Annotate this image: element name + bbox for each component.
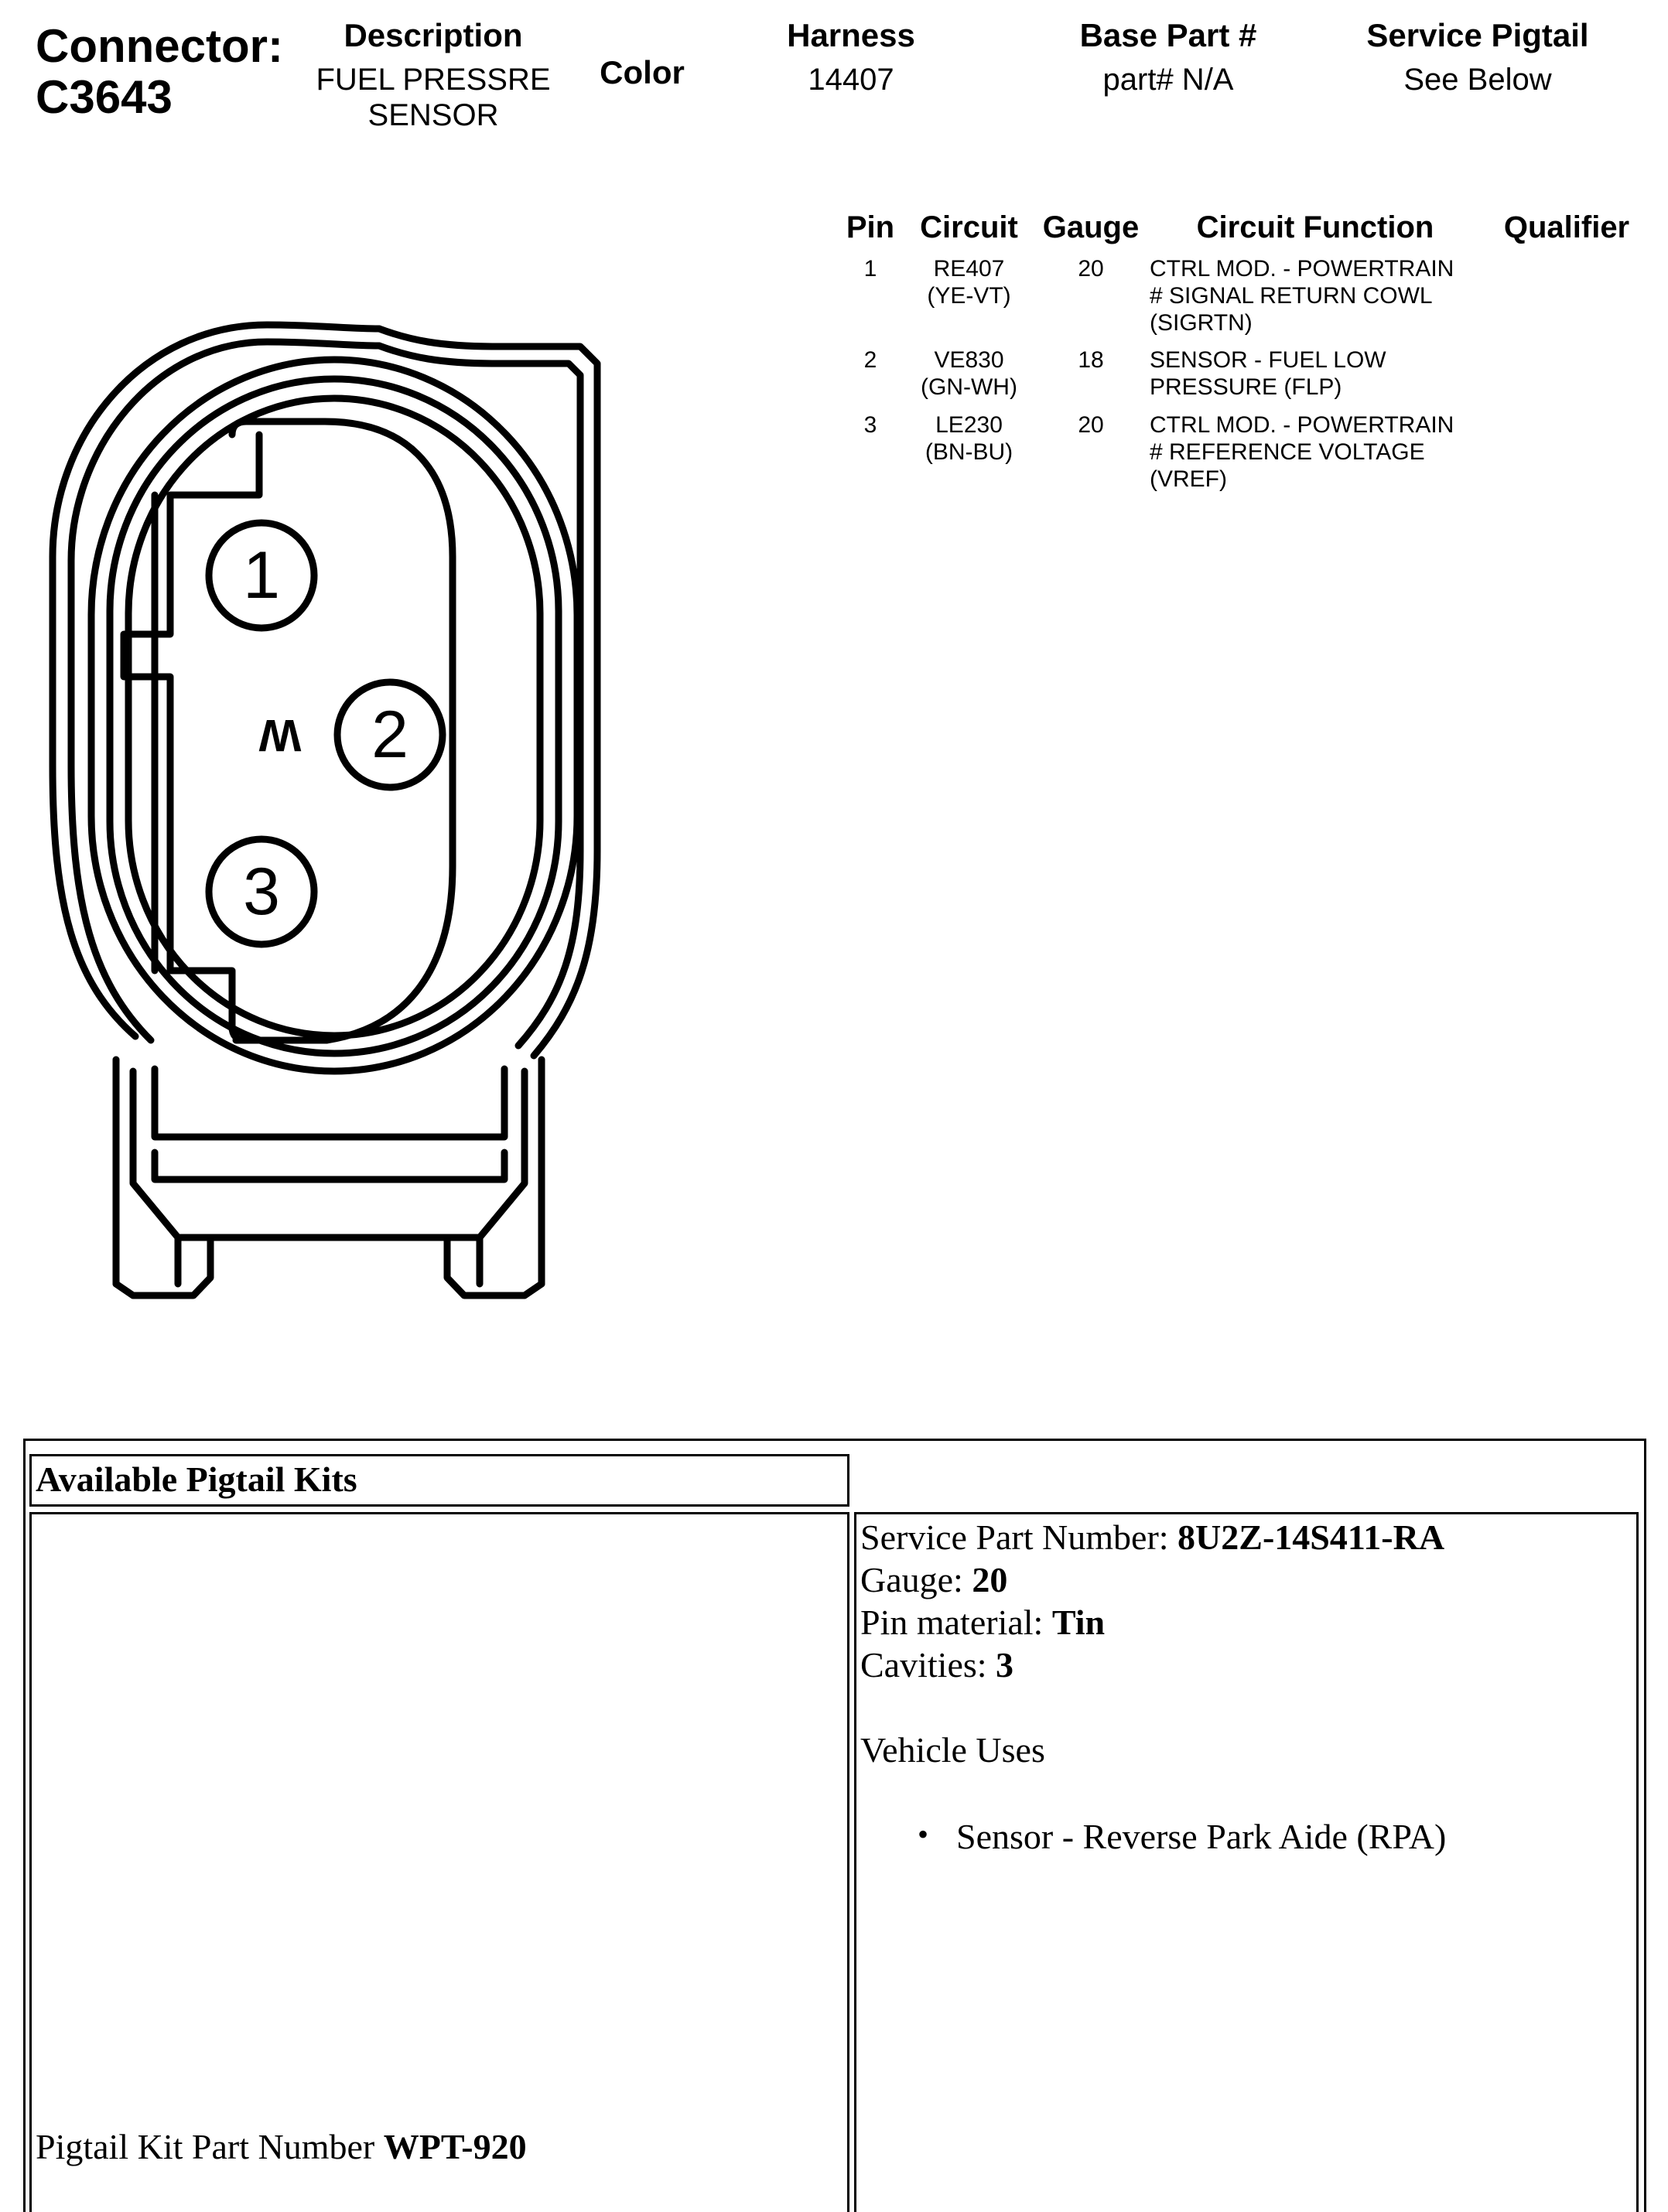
circuit-function-line: SENSOR - FUEL LOW: [1150, 347, 1386, 373]
color-header: Color: [600, 54, 685, 90]
kit-part-label: Pigtail Kit Part Number: [36, 2127, 384, 2166]
wire-gauge: 20: [1078, 256, 1104, 282]
circuit-function-line: CTRL MOD. - POWERTRAIN: [1150, 412, 1454, 438]
service-part-value: 8U2Z-14S411-RA: [1178, 1517, 1445, 1557]
circuit-id: VE830: [934, 347, 1004, 373]
circuit-function-line: CTRL MOD. - POWERTRAIN: [1150, 256, 1454, 282]
cavities-label: Cavities:: [860, 1645, 996, 1685]
description-header: Description: [344, 17, 523, 53]
cavities: Cavities: 3: [860, 1644, 1013, 1686]
circuit-color: (BN-BU): [925, 439, 1013, 465]
pin-number: 2: [863, 347, 877, 373]
description-line-2: SENSOR: [367, 98, 499, 132]
connector-label: Connector:: [36, 20, 283, 72]
service-pigtail-value: See Below: [1403, 63, 1552, 97]
circuit-function-line: PRESSURE (FLP): [1150, 374, 1342, 400]
pigtail-details-cell: [854, 1512, 1639, 2212]
vehicle-use-item: Sensor - Reverse Park Aide (RPA): [918, 1816, 1446, 1857]
pigtail-kit-cell: [29, 1512, 849, 2212]
harness-header: Harness: [787, 17, 915, 53]
qualifier-column-header: Qualifier: [1503, 210, 1630, 244]
circuit-function-line: # REFERENCE VOLTAGE: [1150, 439, 1425, 465]
gauge-value: 20: [972, 1560, 1008, 1599]
pigtail-title: Available Pigtail Kits: [36, 1459, 357, 1499]
pigtail-section-frame: [23, 1439, 1646, 2212]
pigtail-title-cell: [29, 1454, 849, 1507]
pigtail-gauge: Gauge: 20: [860, 1558, 1007, 1601]
circuit-function-line: # SIGNAL RETURN COWL: [1150, 283, 1433, 309]
circuit-id: LE230: [935, 412, 1003, 438]
wire-gauge: 18: [1078, 347, 1104, 373]
service-part-number: Service Part Number: 8U2Z-14S411-RA: [860, 1516, 1444, 1558]
circuit-function-line: (SIGRTN): [1150, 310, 1253, 336]
pin-material-value: Tin: [1051, 1603, 1106, 1642]
pin-column-header: Pin: [846, 210, 895, 244]
connector-id: C3643: [36, 71, 173, 123]
pin-material: Pin material: Tin: [860, 1601, 1105, 1644]
circuit-color: (GN-WH): [921, 374, 1017, 400]
circuit-id: RE407: [933, 256, 1005, 282]
circuit-color: (YE-VT): [927, 283, 1011, 309]
circuit-function-column-header: Circuit Function: [1196, 210, 1434, 244]
pin-number: 3: [863, 412, 877, 438]
kit-part-value: WPT-920: [383, 2127, 527, 2166]
diagram-pin-1-label: 1: [243, 538, 280, 613]
diagram-pin-2-label: 2: [371, 698, 408, 772]
gauge-label: Gauge:: [860, 1560, 972, 1599]
diagram-pin-3-label: 3: [243, 855, 280, 929]
service-part-label: Service Part Number:: [860, 1517, 1178, 1557]
connector-face-diagram: [49, 321, 601, 1299]
harness-value: 14407: [808, 63, 894, 97]
description-line-1: FUEL PRESSRE: [316, 63, 551, 97]
pigtail-kit-part-number: Pigtail Kit Part Number WPT-920: [36, 2125, 527, 2168]
diagram-key-mark: W: [258, 710, 302, 760]
wire-gauge: 20: [1078, 412, 1104, 438]
base-part-header: Base Part #: [1079, 17, 1257, 53]
pin-material-label: Pin material:: [860, 1603, 1052, 1642]
base-part-value: part# N/A: [1102, 63, 1234, 97]
vehicle-uses-heading: Vehicle Uses: [860, 1730, 1045, 1770]
circuit-column-header: Circuit: [920, 210, 1018, 244]
pin-number: 1: [863, 256, 877, 282]
gauge-column-header: Gauge: [1042, 210, 1140, 244]
circuit-function-line: (VREF): [1150, 466, 1227, 492]
service-pigtail-header: Service Pigtail: [1366, 17, 1589, 53]
vehicle-uses-list: Sensor - Reverse Park Aide (RPA): [918, 1816, 1446, 1857]
cavities-value: 3: [996, 1645, 1014, 1685]
